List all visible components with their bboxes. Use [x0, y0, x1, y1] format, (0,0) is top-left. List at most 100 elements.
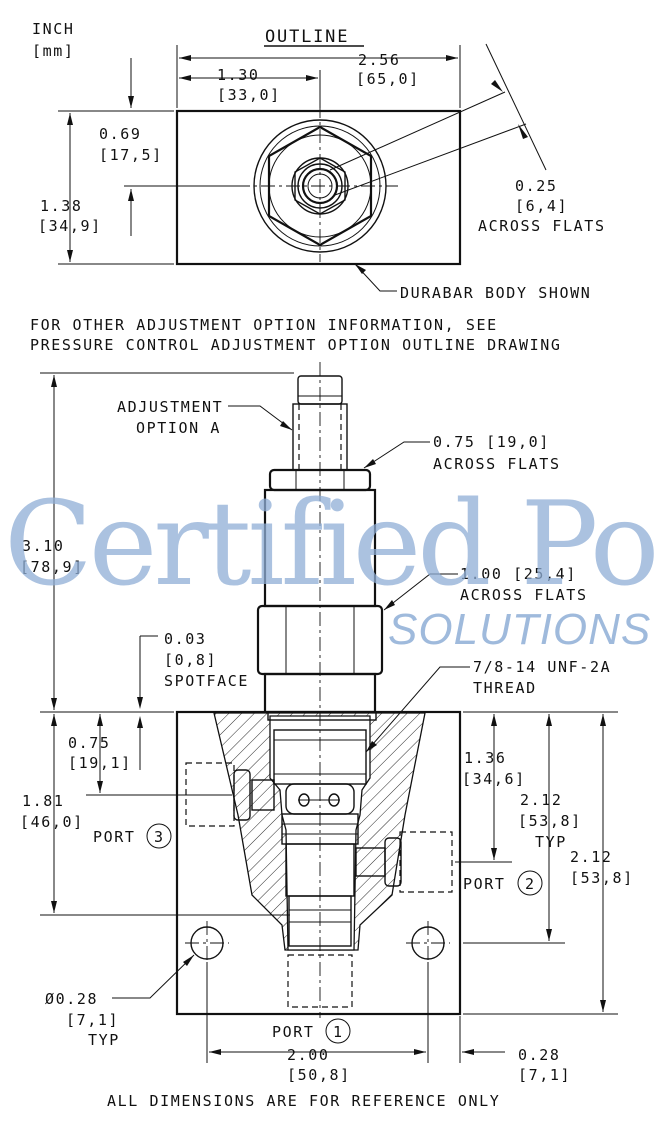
hole-in: Ø0.28: [45, 990, 98, 1008]
dim-block-in: 2.12: [570, 848, 613, 866]
nut2-flats: ACROSS FLATS: [460, 586, 588, 604]
arrow-head: [51, 714, 57, 726]
arrow-head: [137, 716, 143, 728]
dim-edge-mm: [7,1]: [518, 1066, 571, 1084]
arrow-head: [546, 714, 552, 726]
port2-drill: [399, 831, 453, 893]
port3-word: PORT: [93, 828, 136, 846]
note-line-1: FOR OTHER ADJUSTMENT OPTION INFORMATION,…: [30, 316, 498, 334]
port3-number: 3: [154, 828, 165, 846]
nut2-leader: [383, 573, 458, 611]
arrow-head: [384, 600, 395, 610]
dim-edge-in: 0.28: [518, 1046, 561, 1064]
adj-label-1: ADJUSTMENT: [117, 398, 223, 416]
spot-label: SPOTFACE: [164, 672, 249, 690]
arrow-head: [51, 901, 57, 913]
section-view: 3.10 [78,9] 1.81 [46,0] 0.75 [19,1] 0.03…: [20, 362, 634, 1084]
hole-mm: [7,1]: [66, 1011, 119, 1029]
arrow-head: [209, 1049, 221, 1055]
arrow-head: [128, 189, 134, 201]
arrow-head: [355, 264, 366, 274]
flats-in: 0.25: [515, 177, 558, 195]
arrow-head: [600, 714, 606, 726]
arrow-head: [600, 1000, 606, 1012]
port3-bubble: [146, 823, 172, 849]
nut1-size: 0.75 [19,0]: [433, 433, 550, 451]
nut1-leader: [363, 441, 430, 469]
dim-center-in: 1.30: [217, 66, 260, 84]
arrow-head: [137, 697, 143, 709]
seal-ring: [267, 711, 377, 721]
arrow-head: [491, 714, 497, 726]
arrow-head: [364, 459, 376, 468]
dim-total-mm: [78,9]: [20, 558, 84, 576]
dim-block-typ-in: 2.12: [520, 791, 563, 809]
footer-note: ALL DIMENSIONS ARE FOR REFERENCE ONLY: [107, 1092, 500, 1110]
port3-spot: [233, 769, 251, 821]
arrow-head: [97, 781, 103, 793]
port2-number: 2: [525, 875, 536, 893]
arrow-head: [462, 1049, 474, 1055]
outline-title: OUTLINE: [265, 27, 349, 47]
arrow-head: [183, 955, 194, 966]
arrow-head: [128, 96, 134, 108]
thread-label-2: THREAD: [473, 679, 537, 697]
dim-total-in: 3.10: [22, 537, 65, 555]
units-inch: INCH: [32, 20, 75, 38]
dim-port2-in: 1.36: [464, 749, 507, 767]
flats-dim-line: [485, 43, 547, 171]
thread-leader: [365, 666, 470, 753]
hole-typ: TYP: [88, 1031, 120, 1049]
arrow-head: [51, 698, 57, 710]
arrow-head: [491, 848, 497, 860]
spot-mm: [0,8]: [164, 651, 217, 669]
arrow-head: [280, 421, 292, 430]
dim-height-mm: [34,9]: [38, 217, 102, 235]
flats-mm: [6,4]: [515, 197, 568, 215]
port1-bubble: [325, 1018, 351, 1044]
hex-nut-large: [267, 125, 373, 247]
dim-half-mm: [17,5]: [99, 146, 163, 164]
arrow-head: [491, 80, 503, 92]
durabar-label: DURABAR BODY SHOWN: [400, 284, 591, 302]
dim-port3-mm: [19,1]: [68, 754, 132, 772]
port1-word: PORT: [272, 1023, 315, 1041]
dim-block-typ-mm: [53,8]: [518, 812, 582, 830]
nut1-flats: ACROSS FLATS: [433, 455, 561, 473]
flats-leader: [329, 91, 506, 171]
dim-block-mm: [53,8]: [570, 869, 634, 887]
dim-width-mm: [65,0]: [356, 70, 420, 88]
adj-leader: [228, 405, 293, 431]
dim-port2-mm: [34,6]: [462, 770, 526, 788]
watermark-sub: SOLUTIONS: [388, 605, 651, 654]
port3-passage: [251, 779, 275, 811]
dim-center-mm: [33,0]: [217, 86, 281, 104]
watermark-main: Certified Power: [4, 477, 655, 612]
dim-cavity-in: 1.81: [22, 792, 65, 810]
dim-cavity-mm: [46,0]: [20, 813, 84, 831]
durabar-leader: [354, 263, 397, 292]
port2-bubble: [517, 870, 543, 896]
arrow-head: [179, 55, 191, 61]
arrow-head: [179, 75, 191, 81]
arrow-head: [51, 375, 57, 387]
adj-label-2: OPTION A: [136, 419, 221, 437]
outline-view: INCH [mm] OUTLINE 2.56 [65,0] 1.30 [33,0…: [32, 20, 606, 302]
arrow-head: [306, 75, 318, 81]
arrow-head: [97, 714, 103, 726]
flats-label: ACROSS FLATS: [478, 217, 606, 235]
dim-height-in: 1.38: [40, 197, 83, 215]
flats-leader: [334, 123, 527, 196]
dim-spacing-in: 2.00: [287, 1046, 330, 1064]
dim-block-typ: TYP: [535, 833, 567, 851]
dim-spacing-mm: [50,8]: [287, 1066, 351, 1084]
arrow-head: [518, 124, 528, 139]
arrow-head: [67, 113, 73, 125]
arrow-head: [446, 55, 458, 61]
port2-passage: [355, 847, 386, 877]
outline-block: [175, 109, 462, 266]
spot-in: 0.03: [164, 630, 207, 648]
thread-label-1: 7/8-14 UNF-2A: [473, 658, 611, 676]
nut2-size: 1.00 [25,4]: [460, 565, 577, 583]
